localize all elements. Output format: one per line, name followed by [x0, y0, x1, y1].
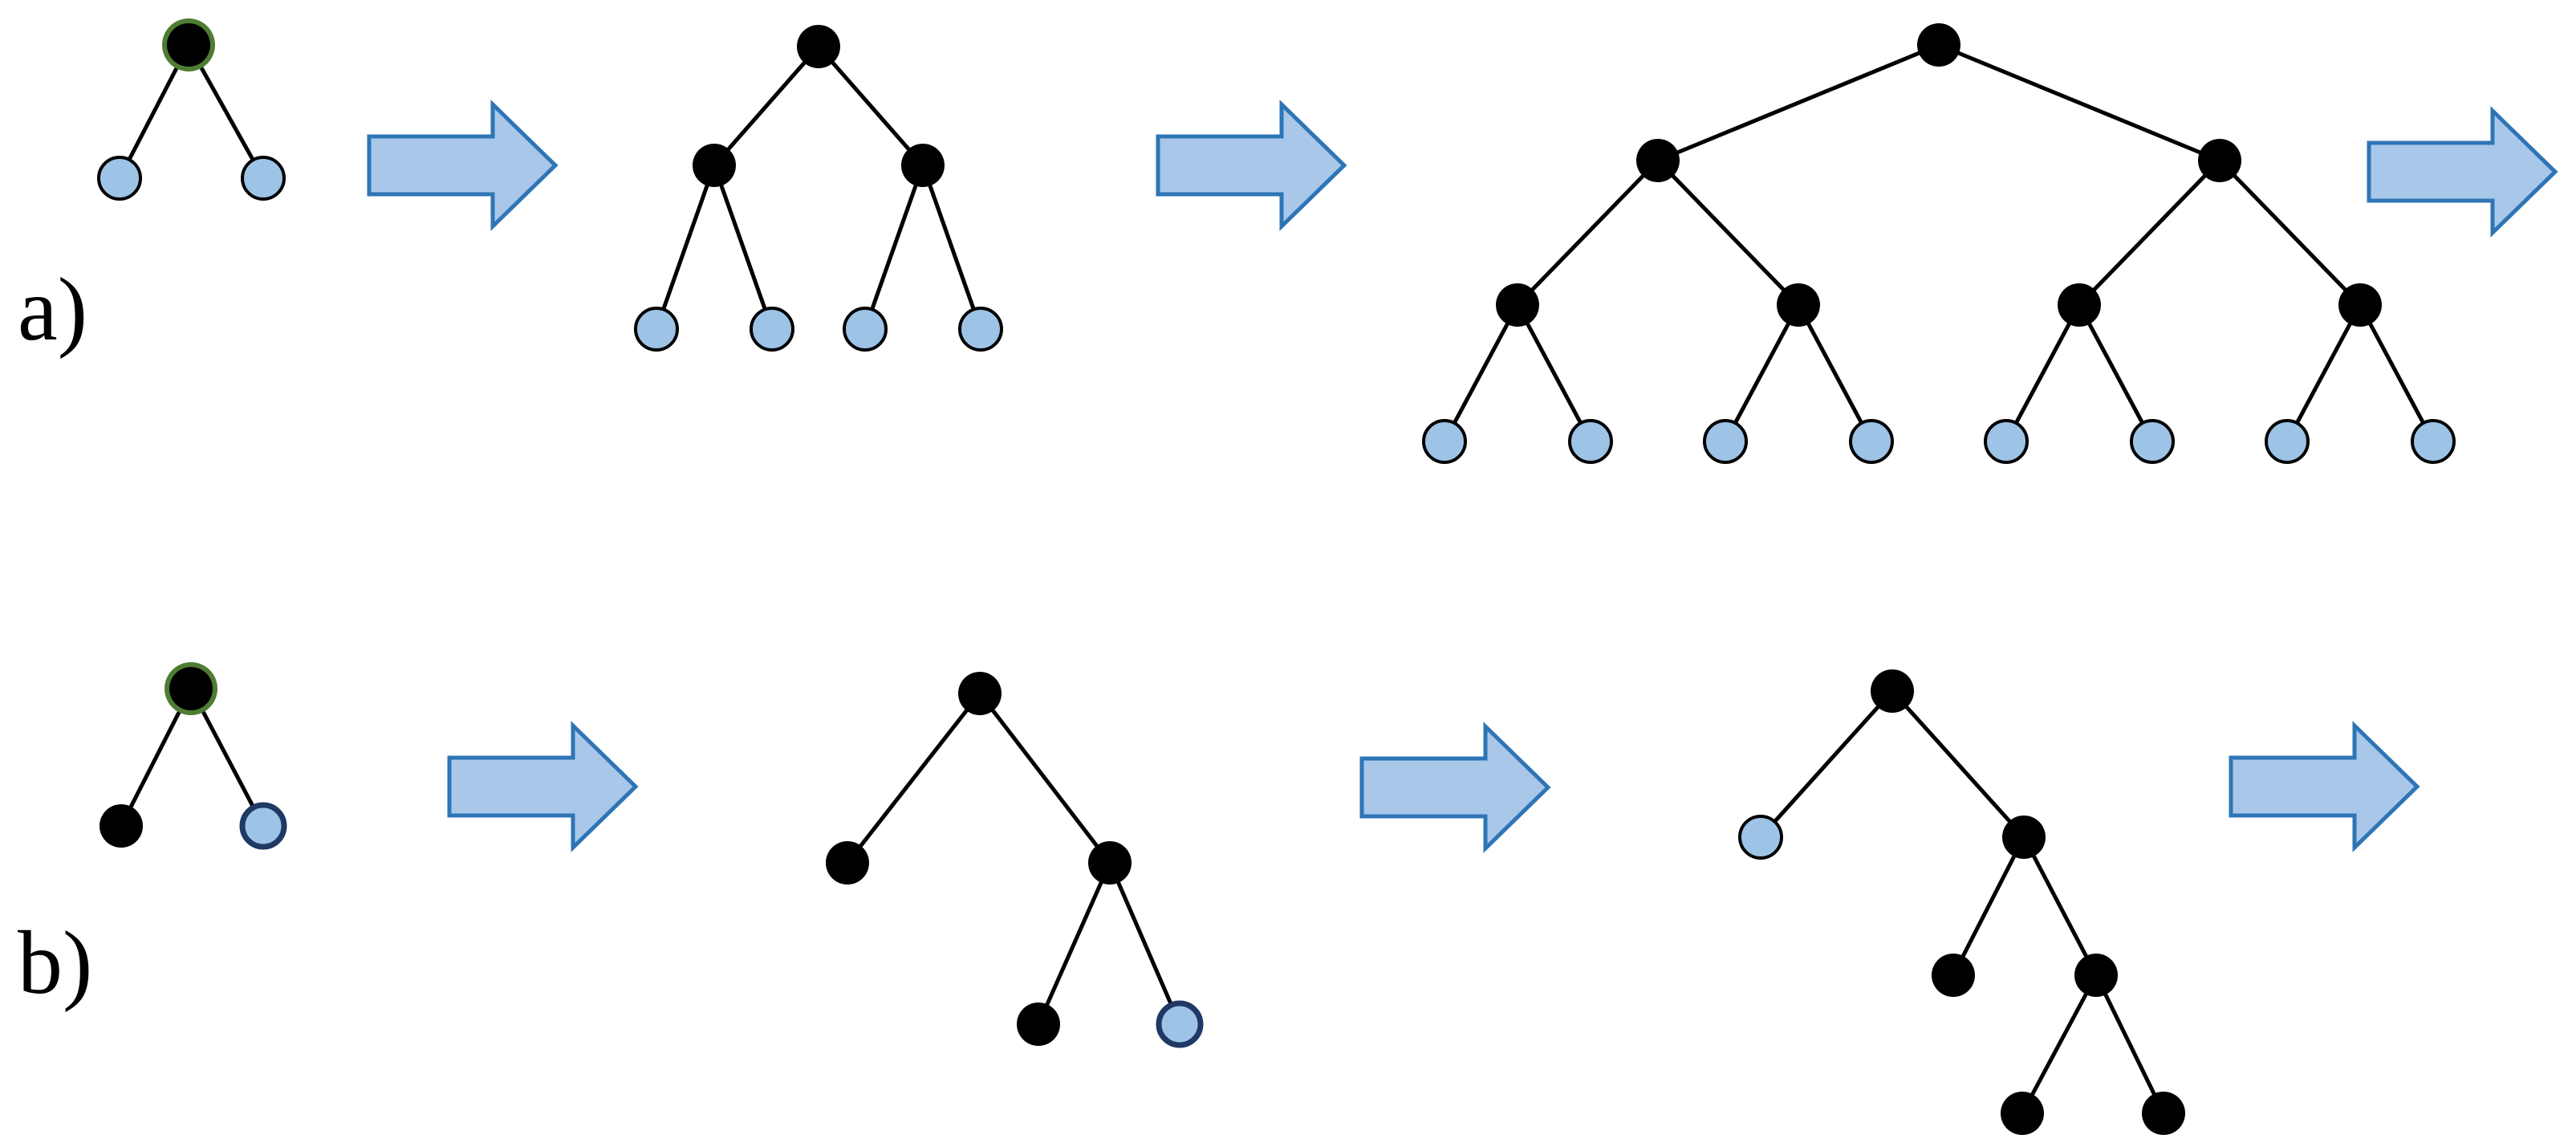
tree-a-stage-3 [1422, 23, 2456, 464]
tree-node-blue-black [1984, 419, 2029, 464]
tree-node-blue-black [2265, 419, 2310, 464]
tree-node-black [2198, 139, 2241, 182]
tree-edge [863, 163, 925, 331]
tree-node-blue-black [958, 307, 1003, 352]
tree-edge [2077, 303, 2155, 444]
tree-edge [1723, 303, 1801, 444]
tree-node-blue-black [843, 307, 888, 352]
tree-node-black [1871, 669, 1914, 713]
tree-b-stage-1 [100, 662, 287, 850]
tree-node-blue-black [1422, 419, 1467, 464]
tree-edge [1515, 158, 1660, 307]
tree-node-blue-black [97, 156, 142, 201]
tree-a-stage-1 [97, 18, 286, 201]
tree-node-black-green-ring [169, 667, 213, 710]
tree-edge [712, 163, 774, 331]
tree-edge [654, 163, 717, 331]
tree-edge [845, 691, 982, 865]
tree-node-blue-navy [239, 802, 287, 850]
tree-edge [2285, 303, 2363, 444]
tree-edge [1758, 689, 1895, 840]
tree-node-blue-black [1849, 419, 1894, 464]
tree-edge [920, 163, 983, 331]
tree-edge [977, 691, 1112, 865]
tree-node-black [2142, 1092, 2185, 1135]
tree-edge [2077, 158, 2222, 307]
tree-edge [2217, 158, 2363, 307]
tree-node-black [1088, 841, 1132, 885]
tree-edge [2094, 973, 2166, 1116]
tree-node-blue-black [1738, 815, 1783, 860]
tree-node-black [2074, 954, 2118, 997]
right-block-arrow-icon [2229, 721, 2420, 852]
tree-edge [2358, 303, 2436, 444]
tree-node-blue-black [634, 307, 679, 352]
tree-node-black [1932, 954, 1975, 997]
tree-edge [816, 44, 925, 168]
tree-edge [1796, 303, 1874, 444]
tree-node-black [826, 841, 869, 885]
tree-b-stage-3 [1738, 669, 2185, 1135]
tree-a-stage-2 [634, 25, 1003, 352]
tree-node-black [1636, 139, 1680, 182]
tree-edge [1107, 860, 1182, 1027]
tree-edge [1442, 303, 1520, 444]
tree-node-black [1017, 1003, 1060, 1046]
tree-node-blue-black [1568, 419, 1613, 464]
tree-node-blue-black [2411, 419, 2456, 464]
tree-node-blue-black [241, 156, 286, 201]
tree-node-black [2058, 283, 2101, 327]
tree-node-black [958, 672, 1002, 715]
right-block-arrow-icon [1156, 100, 1347, 231]
label-b: b) [18, 913, 92, 1013]
label-a: a) [18, 260, 87, 360]
right-block-arrow-icon [2367, 106, 2558, 238]
tree-node-blue-navy [1156, 1000, 1204, 1048]
tree-b-stage-2 [826, 672, 1204, 1048]
tree-node-blue-black [750, 307, 794, 352]
tree-node-blue-black [2130, 419, 2175, 464]
right-block-arrow-icon [1359, 722, 1551, 853]
tree-edge [1951, 835, 2026, 978]
tree-node-black-green-ring [167, 23, 210, 67]
tree-edge [1890, 689, 2026, 840]
tree-node-black [2001, 1092, 2044, 1135]
right-block-arrow-icon [447, 721, 639, 852]
tree-node-black [797, 25, 840, 68]
tree-edge [2021, 835, 2099, 978]
tree-edge [1656, 43, 1941, 163]
tree-node-black [2338, 283, 2382, 327]
tree-edge [712, 44, 821, 168]
tree-node-black [2002, 816, 2046, 859]
tree-edge [1656, 158, 1801, 307]
tree-node-blue-black [1703, 419, 1748, 464]
tree-node-black [100, 804, 143, 848]
tree-edge [2004, 303, 2082, 444]
tree-node-black [693, 144, 736, 187]
tree-node-black [1777, 283, 1820, 327]
tree-edge [2020, 973, 2099, 1116]
tree-edge [1515, 303, 1593, 444]
tree-node-black [1917, 23, 1960, 67]
tree-edge [1036, 860, 1112, 1027]
tree-node-black [1496, 283, 1539, 327]
right-block-arrow-icon [367, 100, 559, 231]
tree-node-black [901, 144, 945, 187]
tree-edge [1936, 43, 2222, 163]
